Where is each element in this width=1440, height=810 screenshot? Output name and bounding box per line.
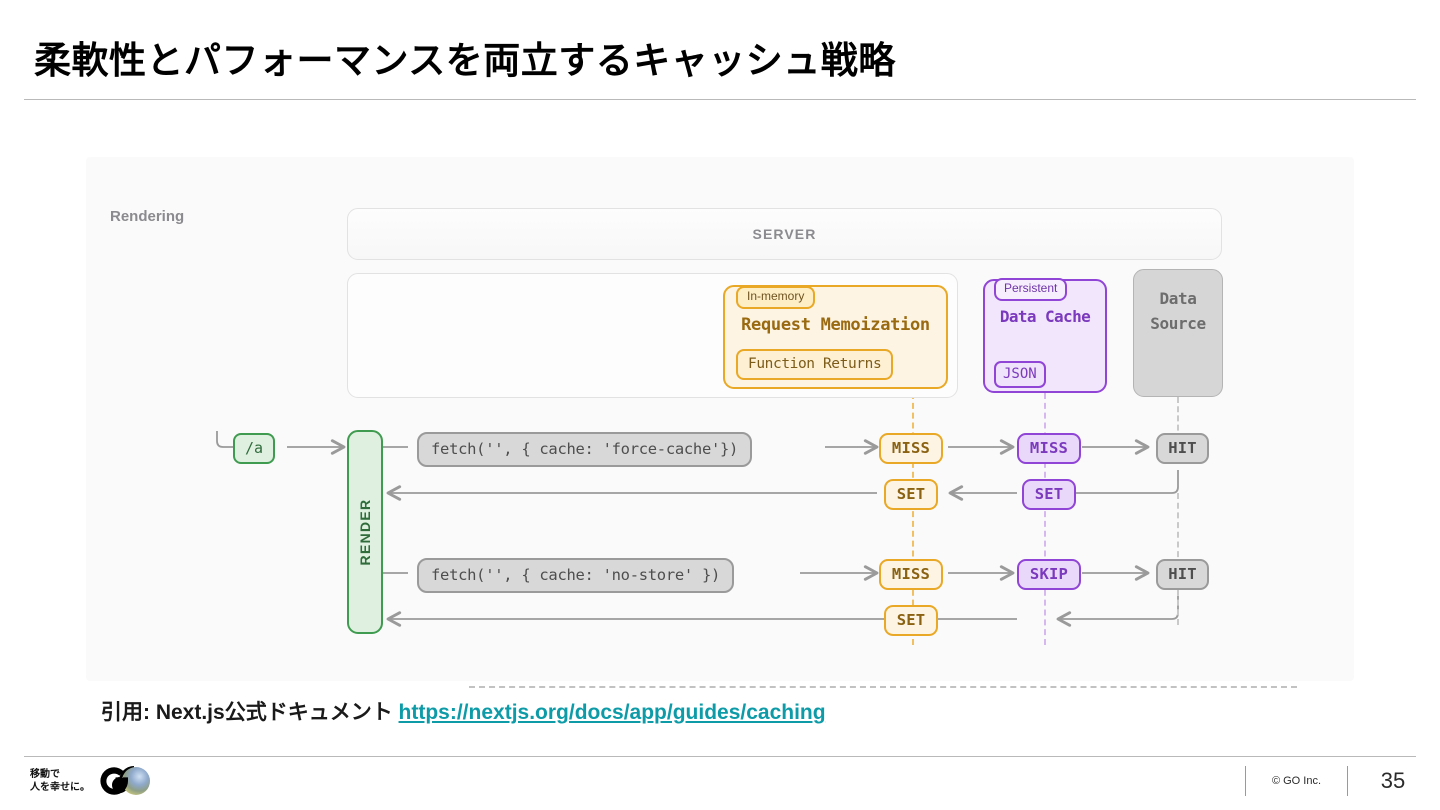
- badge-data-cache-row1: MISS: [1017, 433, 1081, 464]
- logo-tagline-line2: 人を幸せに。: [30, 782, 90, 793]
- copyright-text: © GO Inc.: [1271, 775, 1321, 787]
- data-source-title: Data Source: [1133, 287, 1223, 337]
- footer-divider: [24, 756, 1416, 757]
- footer-divider-1: [1244, 766, 1246, 796]
- badge-data-source-row2: HIT: [1156, 559, 1209, 590]
- data-source-line2: Source: [1150, 313, 1206, 333]
- caching-diagram: SERVER Rendering In-memory Request Memoi…: [86, 157, 1354, 688]
- page-title: 柔軟性とパフォーマンスを両立するキャッシュ戦略: [34, 40, 896, 81]
- badge-data-cache-set-row1: SET: [1022, 479, 1076, 510]
- in-memory-tag: In-memory: [736, 286, 816, 309]
- fetch-pill-row1: fetch('', { cache: 'force-cache'}): [417, 432, 753, 467]
- function-returns-chip: Function Returns: [736, 349, 894, 380]
- json-chip: JSON: [994, 361, 1046, 388]
- title-divider: [24, 99, 1416, 100]
- lifeline-data-source: [1177, 397, 1179, 449]
- source-link[interactable]: https://nextjs.org/docs/app/guides/cachi…: [398, 701, 826, 724]
- data-cache-title: Data Cache: [999, 307, 1091, 326]
- badge-data-source-row1: HIT: [1156, 433, 1209, 464]
- render-phase-label: RENDER: [357, 498, 373, 566]
- caption-prefix: 引用: Next.js公式ドキュメント: [101, 701, 399, 724]
- fetch-pill-row2: fetch('', { cache: 'no-store' }): [417, 558, 735, 593]
- logo-tagline: 移動で 人を幸せに。: [30, 768, 90, 795]
- badge-memoization-row2: MISS: [879, 559, 943, 590]
- data-source-line1: Data: [1159, 289, 1197, 308]
- row-divider: [469, 686, 1297, 688]
- server-label: SERVER: [752, 226, 817, 242]
- data-source-box: [1133, 269, 1223, 397]
- lifeline-data-cache: [1044, 393, 1046, 645]
- lifeline-memoization: [912, 393, 914, 645]
- badge-data-cache-row2: SKIP: [1017, 559, 1081, 590]
- badge-memoization-set-row2: SET: [884, 605, 938, 636]
- render-phase-bar: RENDER: [347, 430, 383, 634]
- request-memoization-title: Request Memoization: [741, 315, 930, 335]
- page-number: 35: [1380, 768, 1406, 793]
- rendering-label: Rendering: [110, 208, 185, 225]
- server-container: SERVER: [347, 208, 1222, 260]
- footer-meta: © GO Inc. 35: [1244, 764, 1416, 798]
- badge-memoization-row1: MISS: [879, 433, 943, 464]
- source-caption: 引用: Next.js公式ドキュメント https://nextjs.org/d…: [101, 696, 826, 726]
- badge-memoization-set-row1: SET: [884, 479, 938, 510]
- logo-tagline-line1: 移動で: [30, 768, 60, 780]
- persistent-tag: Persistent: [994, 278, 1068, 301]
- footer-divider-2: [1347, 766, 1348, 796]
- route-pill-a[interactable]: /a: [233, 433, 276, 464]
- go-logo-mark: [100, 766, 150, 796]
- company-logo: 移動で 人を幸せに。: [30, 764, 159, 798]
